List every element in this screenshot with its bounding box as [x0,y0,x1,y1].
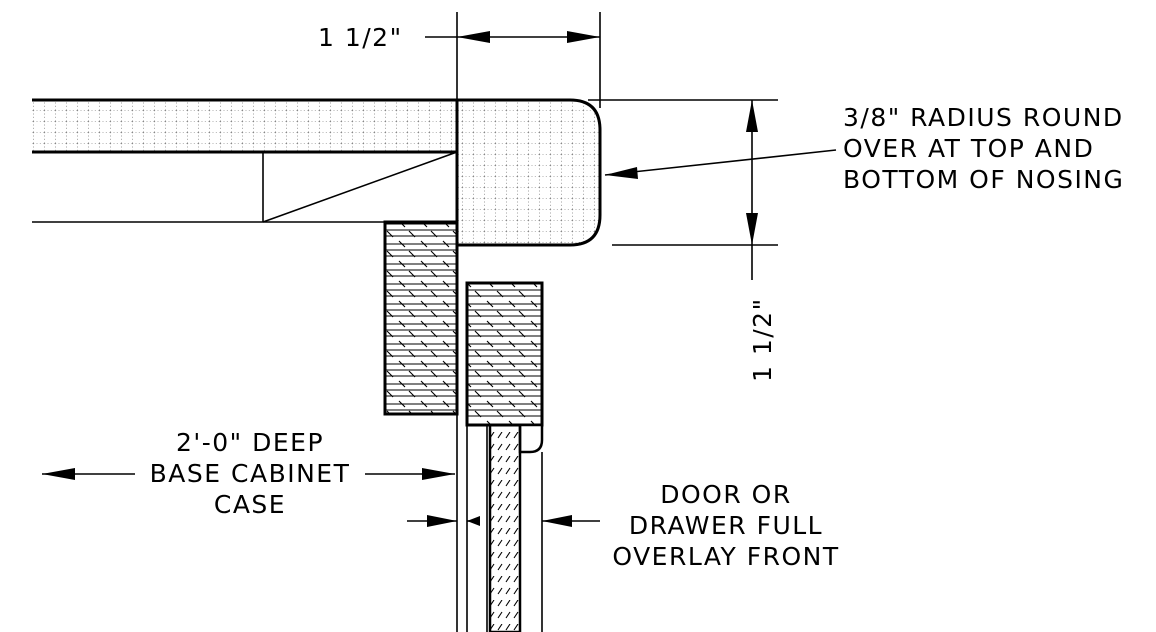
radius-note-line-2: OVER AT TOP AND [843,134,1094,163]
door-overlay-arrows [407,515,600,527]
door-note-line-2: DRAWER FULL [629,511,823,540]
radius-note-line-3: BOTTOM OF NOSING [843,165,1124,194]
door-note-line-1: DOOR OR [660,480,791,509]
countertop-core [32,98,457,154]
door-lower-section [456,414,543,632]
top-dimension-label: 1 1/2" [318,23,403,52]
side-dimension-label: 1 1/2" [748,297,777,382]
side-dimension [588,99,778,280]
countertop-nosing [455,98,602,247]
radius-note-leader [604,149,837,179]
cabinet-note-line-1: 2'-0" DEEP [176,428,324,457]
radius-note: 3/8" RADIUS ROUND OVER AT TOP AND BOTTOM… [843,103,1124,194]
cabinet-note: 2'-0" DEEP BASE CABINET CASE [150,428,351,519]
cabinet-note-arrows [42,468,455,480]
cabinet-note-line-3: CASE [214,490,286,519]
door-note-line-3: OVERLAY FRONT [612,542,839,571]
door-note: DOOR OR DRAWER FULL OVERLAY FRONT [612,480,839,571]
top-dimension [425,12,601,108]
cabinet-case-panel [383,220,459,416]
radius-note-line-1: 3/8" RADIUS ROUND [843,103,1124,132]
cabinet-note-line-2: BASE CABINET [150,459,351,488]
